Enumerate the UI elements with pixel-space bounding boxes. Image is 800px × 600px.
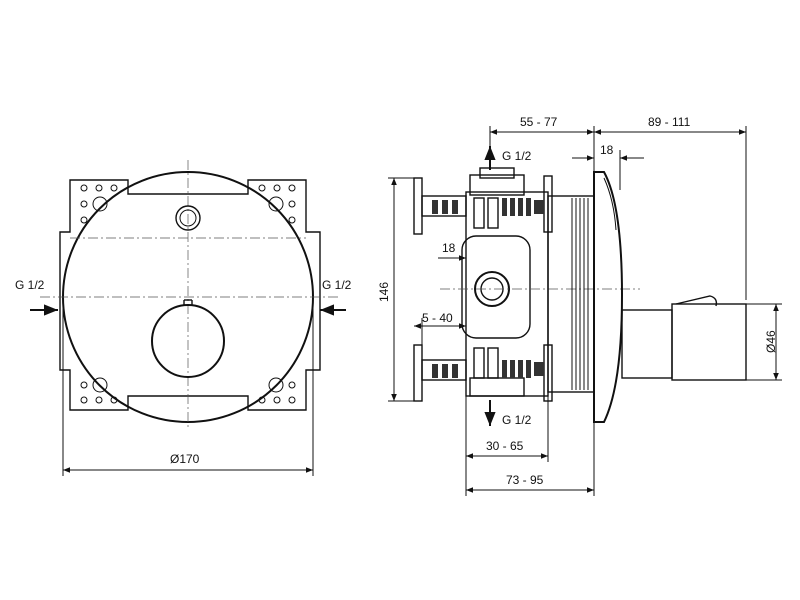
dim-projection-label: 89 - 111 bbox=[648, 115, 691, 129]
ribbed-sleeve bbox=[547, 195, 595, 393]
diameter-label: Ø170 bbox=[170, 452, 200, 466]
dim-core-label: 18 bbox=[442, 241, 456, 255]
top-outlet-label: G 1/2 bbox=[502, 149, 532, 163]
dim-plate-label: 18 bbox=[600, 143, 614, 157]
dim-height-label: 146 bbox=[377, 282, 391, 302]
handle-side bbox=[621, 295, 747, 381]
inlet-right-label: G 1/2 bbox=[322, 278, 352, 292]
mounting-holes bbox=[80, 184, 296, 404]
button-inner bbox=[179, 209, 197, 227]
bottom-connector bbox=[469, 344, 553, 402]
inlet-left-label: G 1/2 bbox=[15, 278, 45, 292]
dim-handle-diameter-label: Ø46 bbox=[764, 330, 778, 353]
top-connector bbox=[469, 167, 553, 233]
button-outer bbox=[175, 205, 201, 231]
bottom-outlet-label: G 1/2 bbox=[502, 413, 532, 427]
cover-plate-side bbox=[593, 171, 624, 423]
left-flange-top bbox=[413, 177, 467, 235]
dim-install-label: 30 - 65 bbox=[486, 439, 524, 453]
dim-adjust-label: 5 - 40 bbox=[422, 311, 453, 325]
handle-circle bbox=[151, 304, 225, 378]
side-view: G 1/2 G 1/2 55 - 77 89 - 111 18 18 146 5… bbox=[377, 115, 782, 496]
left-flange-bottom bbox=[413, 344, 467, 402]
dim-depth-label: 55 - 77 bbox=[520, 115, 558, 129]
front-view: G 1/2 G 1/2 Ø170 bbox=[15, 160, 352, 476]
cartridge-window bbox=[461, 235, 531, 339]
dim-total-label: 73 - 95 bbox=[506, 473, 544, 487]
